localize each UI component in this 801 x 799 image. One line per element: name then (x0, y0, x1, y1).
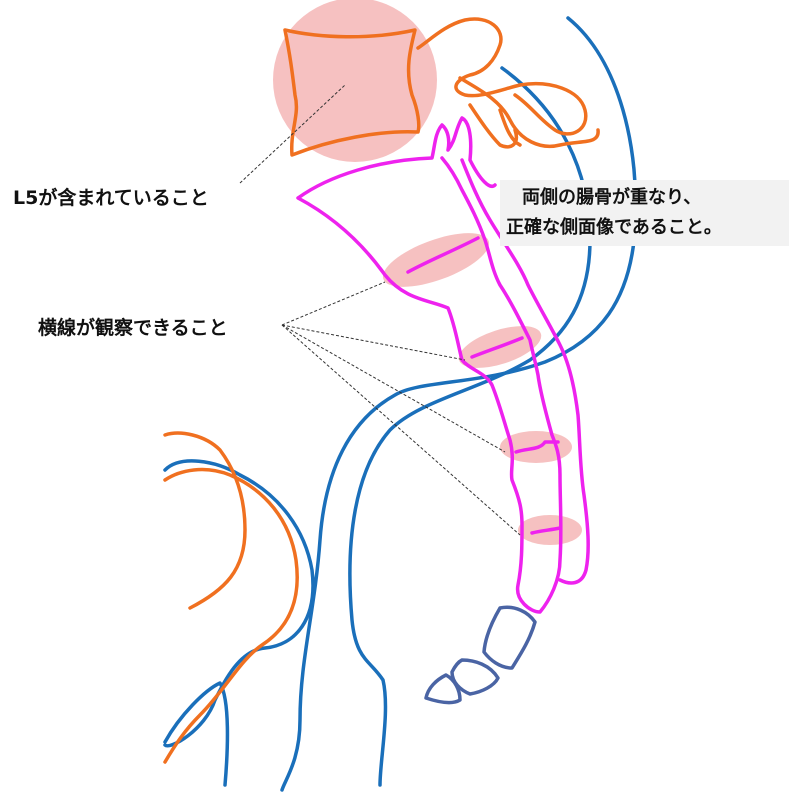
coccyx-segment-3 (424, 673, 462, 705)
ischium-curve (163, 681, 230, 787)
l5-inclusion-label: L5が含まれていること (13, 187, 209, 209)
l5-highlight-circle (273, 0, 437, 162)
leader-transverse-3 (281, 324, 506, 453)
transverse-line-3 (514, 440, 560, 454)
transverse-line-1 (406, 236, 480, 274)
iliac-overlap-label: 両側の腸骨が重なり、 正確な側面像であること。 (500, 180, 789, 246)
iliac-orange-curve-2 (163, 467, 299, 764)
sacrum-outline (296, 116, 563, 614)
l5-posterior-elements (416, 17, 600, 149)
iliac-overlap-label-line1: 両側の腸骨が重なり、 (522, 187, 702, 208)
sacrum-anterior-line (460, 158, 590, 585)
leader-transverse-1 (281, 281, 386, 326)
coccyx-segment-1 (482, 605, 537, 670)
transverse-line-label: 横線が観察できること (38, 317, 228, 339)
transverse-line-4 (530, 526, 562, 535)
coccyx-segment-2 (450, 658, 500, 696)
leader-l5 (239, 84, 346, 184)
leader-transverse-4 (281, 324, 521, 536)
iliac-orange-curve-1 (163, 431, 247, 610)
leader-transverse-2 (281, 324, 466, 361)
femoral-head-curve (163, 459, 315, 748)
l5-vertebral-body (283, 28, 421, 157)
transverse-line-2 (470, 336, 524, 359)
iliac-overlap-label-line2: 正確な側面像であること。 (506, 217, 722, 238)
